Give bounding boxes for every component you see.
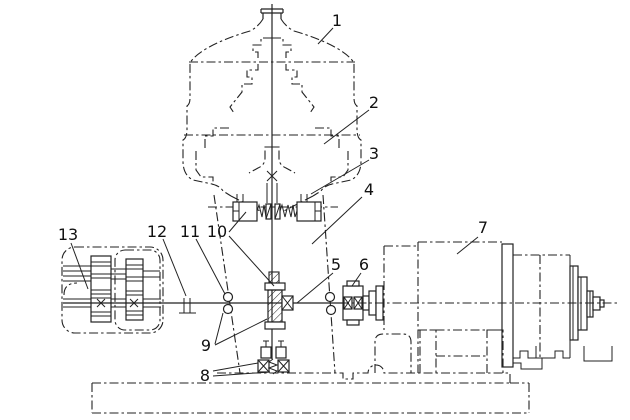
part-label-2: 2: [369, 93, 379, 112]
part-label-12: 12: [147, 222, 167, 241]
gear-stack-right: [125, 258, 144, 321]
part-label-6: 6: [359, 255, 369, 274]
part-label-3: 3: [369, 144, 379, 163]
part-label-7: 7: [478, 218, 488, 237]
leader-lines: [70, 27, 479, 377]
part-label-10: 10: [207, 222, 227, 241]
motor-end-pedestal: [583, 346, 613, 362]
motor: [340, 241, 618, 373]
part-label-9: 9: [201, 336, 211, 355]
part-label-5: 5: [331, 255, 341, 274]
spring-right: [279, 203, 298, 218]
part-labels: 1 2 3 4 5 6 7 8 9 10 11 12 13: [58, 11, 488, 385]
part-label-4: 4: [364, 180, 374, 199]
gearbox: [61, 246, 164, 334]
footstep-bearing: [257, 340, 290, 375]
part-label-8: 8: [200, 366, 210, 385]
frame-legs: [213, 194, 336, 374]
ball-right-upper: [324, 291, 336, 303]
part-label-1: 1: [332, 11, 342, 30]
gear-stack-left: [90, 255, 112, 323]
ball-left-lower: [222, 303, 234, 315]
part-label-13: 13: [58, 225, 78, 244]
base-frame: [91, 364, 530, 414]
part-label-11: 11: [180, 222, 200, 241]
ball-right-lower: [325, 304, 337, 316]
buffer-spring: [267, 358, 279, 375]
worm-gear: [264, 271, 294, 330]
ball-elements: [222, 291, 337, 316]
shaft-bracket: [179, 298, 196, 314]
motor-front-foot: [374, 333, 412, 373]
ball-left-upper: [222, 291, 234, 303]
neck-bearing-spring-assembly: [208, 201, 338, 222]
motor-rear-bracket: [512, 346, 543, 370]
